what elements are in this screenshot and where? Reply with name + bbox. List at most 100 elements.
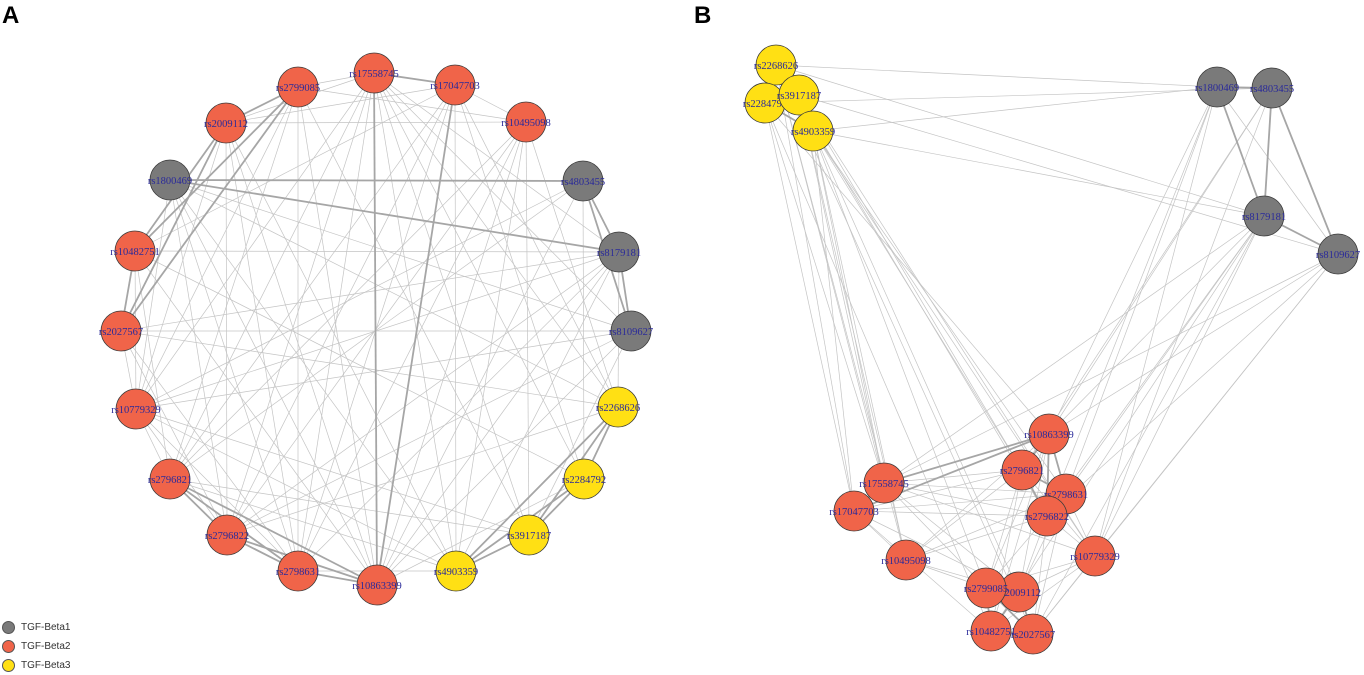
node-circle [885,539,927,581]
edge-weak [297,86,530,536]
edge-weak [297,86,527,123]
edge-strong [455,406,619,572]
node-label: rs10495098 [881,556,931,567]
edge-strong [120,122,227,332]
edge-weak [135,408,299,572]
panel-a-circular-network: rs17558745rs17047703rs10495098rs4803455r… [99,52,653,606]
node-circle [965,567,1007,609]
edge-weak [169,180,584,480]
edge-weak [376,121,527,586]
node-label: rs2027567 [99,327,143,338]
edge-weak [169,179,619,408]
edge-weak [169,84,456,480]
node-label: rs2798631 [1044,490,1088,501]
node-circle [435,550,477,592]
edge-weak [225,122,228,536]
edge-weak [169,72,375,480]
node-rs2796821: rs2796821 [148,458,192,500]
legend: TGF-Beta1 TGF-Beta2 TGF-Beta3 [2,618,70,675]
node-circle [1196,66,1238,108]
edge-weak [135,86,299,410]
node-rs17047703: rs17047703 [430,64,480,106]
edge-weak [135,251,620,410]
edge-weak [135,122,227,410]
node-circle [1317,233,1359,275]
legend-label: TGF-Beta1 [21,622,71,633]
edge-weak [455,251,620,572]
edge-weak [812,86,1218,132]
edge-weak [905,515,1048,561]
node-rs10495098: rs10495098 [881,539,931,581]
edge-weak [764,102,885,484]
node-rs10779329: rs10779329 [111,388,161,430]
node-rs2284792: rs2284792 [562,458,606,500]
node-rs10779329: rs10779329 [1070,535,1120,577]
node-label: rs10482751 [110,247,160,258]
edge-weak [1065,215,1265,495]
node-circle [356,564,398,606]
edge-strong [169,478,378,586]
node-label: rs4803455 [1250,84,1294,95]
edge-weak [1094,86,1218,557]
node-circle [792,110,834,152]
edge-weak [1046,215,1265,517]
edge-weak [134,250,378,586]
node-rs2027567: rs2027567 [99,310,143,352]
node-circle [597,386,639,428]
node-circle [114,230,156,272]
edge-weak [764,102,1050,435]
node-rs2798631: rs2798631 [276,550,320,592]
edge-weak [798,94,885,484]
edge-weak [226,121,527,536]
edge-weak [764,102,855,512]
edge-weak [373,72,457,572]
node-label: rs17558745 [859,479,909,490]
edge-weak [798,94,987,589]
node-label: rs4903359 [791,127,835,138]
node-circle [505,101,547,143]
edge-weak [1216,86,1339,255]
node-label: rs10863399 [1024,430,1074,441]
node-circle [149,159,191,201]
node-label: rs1800469 [148,176,192,187]
node-rs4903359: rs4903359 [791,110,835,152]
edge-weak [376,251,620,586]
node-label: rs10863399 [352,581,402,592]
node-rs2799085: rs2799085 [276,66,320,108]
edge-weak [226,72,375,536]
node-label: rs3917187 [507,531,551,542]
node-rs8179181: rs8179181 [597,231,641,273]
edge-weak [454,84,585,480]
edge-weak [169,179,228,536]
panel-b-label: B [694,2,712,29]
node-rs2796821: rs2796821 [1000,449,1044,491]
node-rs10863399: rs10863399 [1024,413,1074,455]
node-rs2268626: rs2268626 [754,44,798,86]
edge-weak [775,64,1034,635]
edge-weak [120,251,620,332]
node-label: rs2284792 [562,475,606,486]
node-circle [205,102,247,144]
edge-weak [990,555,1096,632]
legend-item-tgf-beta2: TGF-Beta2 [2,637,70,656]
node-circle [1026,495,1068,537]
edge-weak [225,122,457,572]
node-rs4803455: rs4803455 [1250,67,1294,109]
node-circle [1074,535,1116,577]
node-label: rs2796822 [1025,512,1069,523]
edge-weak [905,469,1023,561]
node-circle [598,231,640,273]
edge-strong [120,86,299,332]
node-circle [508,514,550,556]
node-label: rs8109627 [609,327,653,338]
edge-weak [134,84,456,252]
legend-label: TGF-Beta2 [21,641,71,652]
node-label: rs4903359 [434,567,478,578]
edge-weak [812,130,855,512]
node-label: rs10779329 [111,405,161,416]
edge-weak [883,469,1023,484]
node-rs2009112: rs2009112 [204,102,248,144]
node-rs3917187: rs3917187 [777,74,821,116]
edge-weak [1048,86,1218,435]
